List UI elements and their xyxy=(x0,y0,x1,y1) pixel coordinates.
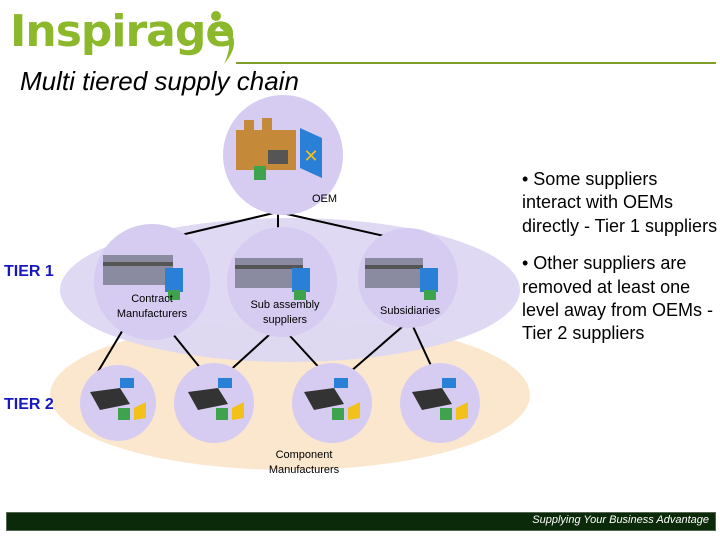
oem-label: OEM xyxy=(312,193,338,205)
bullet-tier1: • Some suppliers interact with OEMs dire… xyxy=(522,169,718,236)
footer-bar: Supplying Your Business Advantage xyxy=(6,512,716,531)
tier2-node-1 xyxy=(80,365,156,441)
footer-tagline: Supplying Your Business Advantage xyxy=(532,514,709,526)
tier1-node-subassembly xyxy=(227,227,337,337)
tier2-node-4 xyxy=(400,363,480,443)
header-rule xyxy=(236,62,716,64)
bullet-list: • Some suppliers interact with OEMs dire… xyxy=(522,168,720,360)
tier1-node-contract xyxy=(94,224,210,340)
component-manufacturers-label: Component Manufacturers xyxy=(268,449,340,476)
svg-text:✕: ✕ xyxy=(303,146,318,167)
tier2-region xyxy=(50,320,530,470)
inspirage-logo: Inspirage xyxy=(10,6,235,57)
tier1-node-subsidiaries xyxy=(358,228,458,328)
tier2-node-3 xyxy=(292,363,372,443)
tier1-label: TIER 1 xyxy=(4,263,54,280)
tier2-node-2 xyxy=(174,363,254,443)
subsidiaries-label: Subsidiaries xyxy=(380,305,440,317)
bullet-tier2: • Other suppliers are removed at least o… xyxy=(522,253,714,344)
subassembly-suppliers-label: Sub assembly suppliers xyxy=(250,299,320,326)
slide-title: Multi tiered supply chain xyxy=(20,66,299,96)
oem-node: ✕ xyxy=(223,95,343,215)
logo-swoosh-icon xyxy=(211,11,235,64)
tier2-label: TIER 2 xyxy=(4,396,54,413)
contract-manufacturers-label: Contract Manufacturers xyxy=(116,293,188,320)
